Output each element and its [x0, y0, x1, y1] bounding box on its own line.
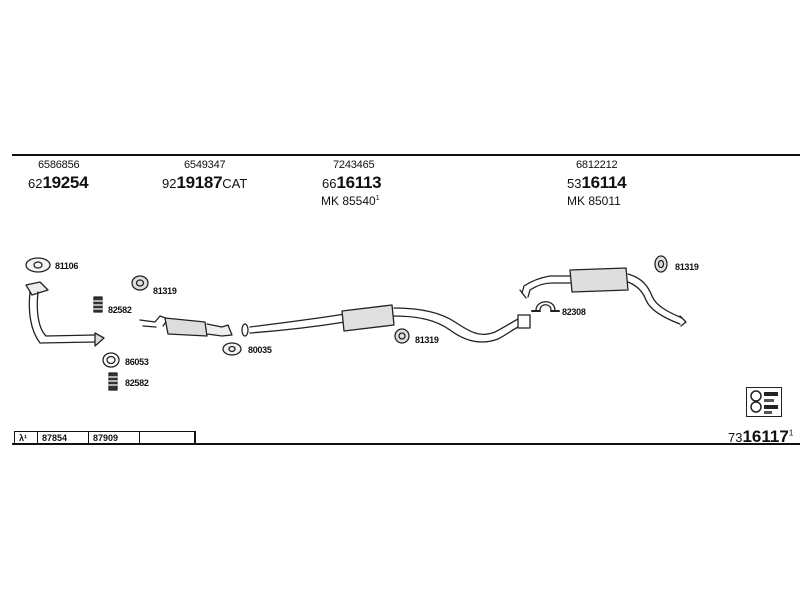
part-code-4: 6812212: [576, 159, 618, 171]
label-81106: 81106: [55, 261, 79, 271]
clamp-82308[interactable]: [531, 301, 560, 312]
front-downpipe[interactable]: [25, 281, 105, 347]
part-prefix: 62: [28, 176, 43, 191]
rear-muffler[interactable]: [519, 267, 687, 327]
rubber-mount-81319a[interactable]: [131, 275, 149, 291]
label-81319a: 81319: [153, 286, 177, 296]
ref-sup: 1: [788, 428, 794, 438]
diagram-info-icon: [746, 387, 782, 417]
label-81319c: 81319: [675, 262, 699, 272]
footer-cell-87909[interactable]: 87909: [89, 432, 140, 445]
part-number-1[interactable]: 6219254: [28, 173, 89, 192]
mk-kit-4[interactable]: MK 85011: [567, 194, 621, 208]
part-number-2[interactable]: 9219187CAT: [162, 173, 248, 192]
lambda-cell: λ¹: [15, 432, 38, 445]
part-code-3: 7243465: [333, 159, 375, 171]
part-code-2: 6549347: [184, 159, 226, 171]
diagram-reference-number: 73161171: [728, 427, 793, 447]
rubber-mount-81319b[interactable]: [394, 328, 410, 344]
label-80035: 80035: [248, 345, 272, 355]
footer-table: λ¹ 87854 87909: [14, 431, 196, 445]
ref-prefix: 73: [728, 430, 743, 445]
part-suffix: CAT: [222, 176, 248, 191]
label-86053: 86053: [125, 357, 149, 367]
part-number-4[interactable]: 5316114: [567, 173, 627, 192]
gasket-81106[interactable]: [25, 257, 51, 273]
label-82308: 82308: [562, 307, 586, 317]
part-prefix: 66: [322, 176, 337, 191]
part-main: 16113: [336, 173, 382, 192]
footer-cell-87854[interactable]: 87854: [38, 432, 89, 445]
part-prefix: 53: [567, 176, 582, 191]
mk-sup: 1: [375, 195, 380, 202]
part-main: 16114: [581, 173, 627, 192]
mk-kit-3[interactable]: MK 855401: [321, 194, 380, 208]
rubber-mount-81319c[interactable]: [654, 255, 668, 273]
part-number-3[interactable]: 6616113: [322, 173, 382, 192]
ref-main: 16117: [742, 427, 789, 446]
bottom-rule: [12, 443, 800, 445]
part-main: 19254: [42, 173, 89, 192]
bolt-82582b[interactable]: [108, 372, 118, 391]
mk-text: MK 85011: [567, 194, 621, 208]
bolt-82582a[interactable]: [93, 296, 103, 313]
part-code-1: 6586856: [38, 159, 80, 171]
footer-cell-empty: [140, 432, 195, 445]
top-rule: [12, 154, 800, 156]
label-82582a: 82582: [108, 305, 132, 315]
label-82582b: 82582: [125, 378, 149, 388]
label-81319b: 81319: [415, 335, 439, 345]
mk-text: MK 85540: [321, 194, 376, 208]
middle-silencer[interactable]: [249, 304, 531, 343]
ring-86053[interactable]: [102, 352, 120, 368]
catalytic-converter[interactable]: [139, 315, 233, 337]
part-main: 19187: [176, 173, 223, 192]
part-prefix: 92: [162, 176, 177, 191]
gasket-80035[interactable]: [222, 323, 249, 356]
